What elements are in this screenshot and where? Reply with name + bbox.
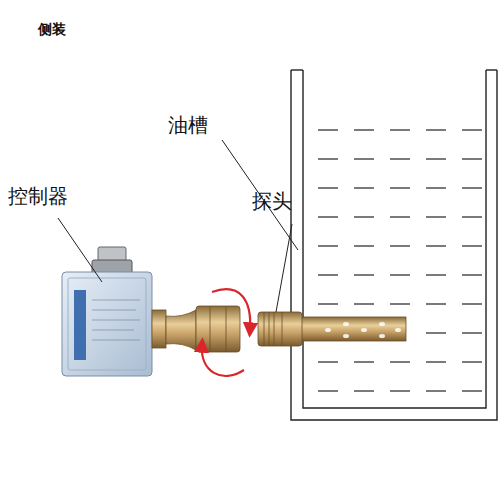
leader-lines [58,140,298,312]
oil-tank [291,70,497,420]
view-title: 侧装 [38,22,66,37]
part-label: 探头 [252,190,292,212]
rotation-arrow [202,289,250,376]
part-label: 油槽 [168,114,208,136]
part-label: 控制器 [8,185,68,207]
controller [62,247,240,376]
oil-level-dashes [318,130,482,391]
probe [258,312,406,346]
